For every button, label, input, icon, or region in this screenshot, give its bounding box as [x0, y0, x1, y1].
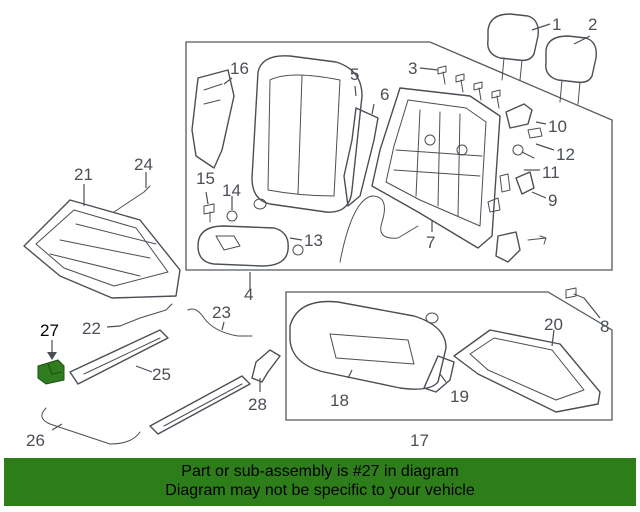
info-banner: Part or sub-assembly is #27 in diagram D… [4, 458, 636, 506]
callout-23: 23 [212, 303, 231, 322]
headrest-1-illustration [487, 13, 539, 81]
latch-9-illustration [487, 171, 535, 213]
leader-lines [51, 23, 601, 431]
cushion-trim-19-illustration [423, 355, 455, 393]
part-27-highlight [37, 359, 65, 385]
clip-12-illustration [527, 127, 543, 139]
grommet-illustration [253, 198, 267, 210]
callout-22: 22 [82, 319, 101, 338]
callout-19: 19 [450, 387, 469, 406]
bracket-28-illustration [251, 349, 281, 383]
strap-22-illustration [119, 303, 173, 327]
callout-1: 1 [552, 15, 561, 34]
bolt-11-illustration [512, 144, 535, 159]
callout-11: 11 [542, 163, 560, 182]
wire-24-illustration [113, 185, 151, 213]
callout-26: 26 [26, 431, 45, 450]
armrest-13-illustration [197, 225, 304, 267]
seatback-frame-7-illustration [371, 87, 501, 249]
banner-line-2: Diagram may not be specific to your vehi… [165, 482, 475, 499]
seatback-frame-box [185, 41, 613, 271]
rod-26-illustration [41, 407, 141, 445]
bolt-8-illustration [565, 287, 585, 299]
callout-17: 17 [410, 431, 429, 450]
back-trim-16-illustration [191, 69, 235, 169]
callout-8: 8 [600, 317, 609, 336]
ring-14-illustration [226, 210, 238, 222]
callout-21: 21 [74, 165, 93, 184]
callout-2: 2 [588, 15, 597, 34]
seat-frame-21-illustration [23, 199, 181, 299]
cushion-frame-box [285, 291, 613, 421]
cable-23-illustration [187, 308, 253, 337]
callout-13: 13 [304, 231, 323, 250]
callout-10: 10 [548, 117, 567, 136]
callout-5: 5 [350, 65, 359, 84]
callout-4: 4 [244, 285, 253, 304]
callout-20: 20 [544, 315, 563, 334]
bolts-3-illustration [437, 65, 501, 109]
callout-15: 15 [196, 169, 215, 188]
callout-6: 6 [380, 85, 389, 104]
rails-25-illustration [69, 329, 251, 435]
callout-9: 9 [548, 191, 557, 210]
callout-12: 12 [556, 145, 575, 164]
callout-25: 25 [152, 365, 171, 384]
banner-line-1: Part or sub-assembly is #27 in diagram [181, 463, 459, 480]
side-bolster-6-illustration [343, 107, 379, 207]
callout-28: 28 [248, 395, 267, 414]
callout-14: 14 [222, 181, 241, 200]
callout-24: 24 [134, 155, 153, 174]
callout-27: 27 [40, 321, 59, 340]
bracket-10-illustration [505, 103, 533, 129]
headrest-2-illustration [545, 35, 597, 105]
callout-7: 7 [426, 233, 435, 252]
hinge-illustration [495, 231, 547, 263]
bolt-15-illustration [203, 203, 215, 223]
callout-18: 18 [330, 391, 349, 410]
callout-16: 16 [230, 59, 249, 78]
release-cable-illustration [339, 195, 419, 263]
cushion-pan-20-illustration [453, 329, 601, 413]
part-27-arrowhead [47, 352, 57, 360]
cushion-pad-18-illustration [289, 300, 447, 390]
callout-3: 3 [408, 59, 417, 78]
